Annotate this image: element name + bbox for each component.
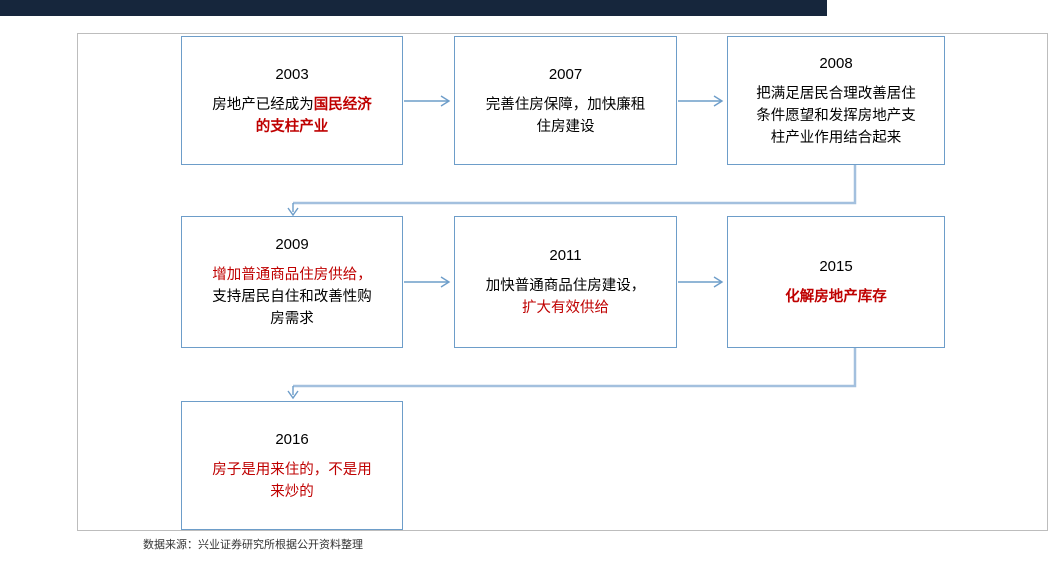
data-source-note: 数据来源：兴业证券研究所根据公开资料整理 — [143, 539, 363, 551]
flow-box-2007: 2007 完善住房保障，加快廉租住房建设 — [454, 36, 677, 165]
arrow-right-icon-2011-2015 — [678, 276, 724, 288]
box-text: 增加普通商品住房供给，支持居民自住和改善性购房需求 — [212, 267, 372, 327]
year-label: 2015 — [819, 258, 853, 275]
flow-box-2008: 2008 把满足居民合理改善居住条件愿望和发挥房地产支柱产业作用结合起来 — [727, 36, 945, 165]
flow-box-2015: 2015 化解房地产库存 — [727, 216, 945, 348]
arrow-right-icon-2003-2007 — [404, 95, 451, 107]
elbow-connector-2008-2009 — [287, 165, 857, 217]
flow-box-2016: 2016 房子是用来住的，不是用来炒的 — [181, 401, 403, 530]
year-label: 2003 — [275, 65, 309, 83]
box-text: 化解房地产库存 — [785, 289, 887, 305]
flow-box-2003: 2003 房地产已经成为国民经济的支柱产业 — [181, 36, 403, 165]
year-label: 2009 — [275, 236, 309, 253]
arrow-right-icon-2007-2008 — [678, 95, 724, 107]
elbow-connector-2015-2016 — [287, 348, 857, 400]
year-label: 2007 — [548, 65, 583, 83]
flow-box-2011: 2011 加快普通商品住房建设，扩大有效供给 — [454, 216, 677, 348]
box-text: 把满足居民合理改善居住条件愿望和发挥房地产支柱产业作用结合起来 — [756, 85, 916, 146]
arrow-right-icon-2009-2011 — [404, 276, 451, 288]
year-label: 2016 — [275, 430, 309, 448]
box-text: 加快普通商品住房建设，扩大有效供给 — [485, 278, 646, 316]
header-bar — [0, 0, 827, 16]
flow-box-2009: 2009 增加普通商品住房供给，支持居民自住和改善性购房需求 — [181, 216, 403, 348]
year-label: 2008 — [819, 54, 853, 72]
year-label: 2011 — [549, 247, 582, 264]
box-text: 完善住房保障，加快廉租住房建设 — [485, 96, 646, 135]
box-text: 房地产已经成为国民经济的支柱产业 — [212, 96, 372, 135]
box-text: 房子是用来住的，不是用来炒的 — [212, 461, 372, 500]
